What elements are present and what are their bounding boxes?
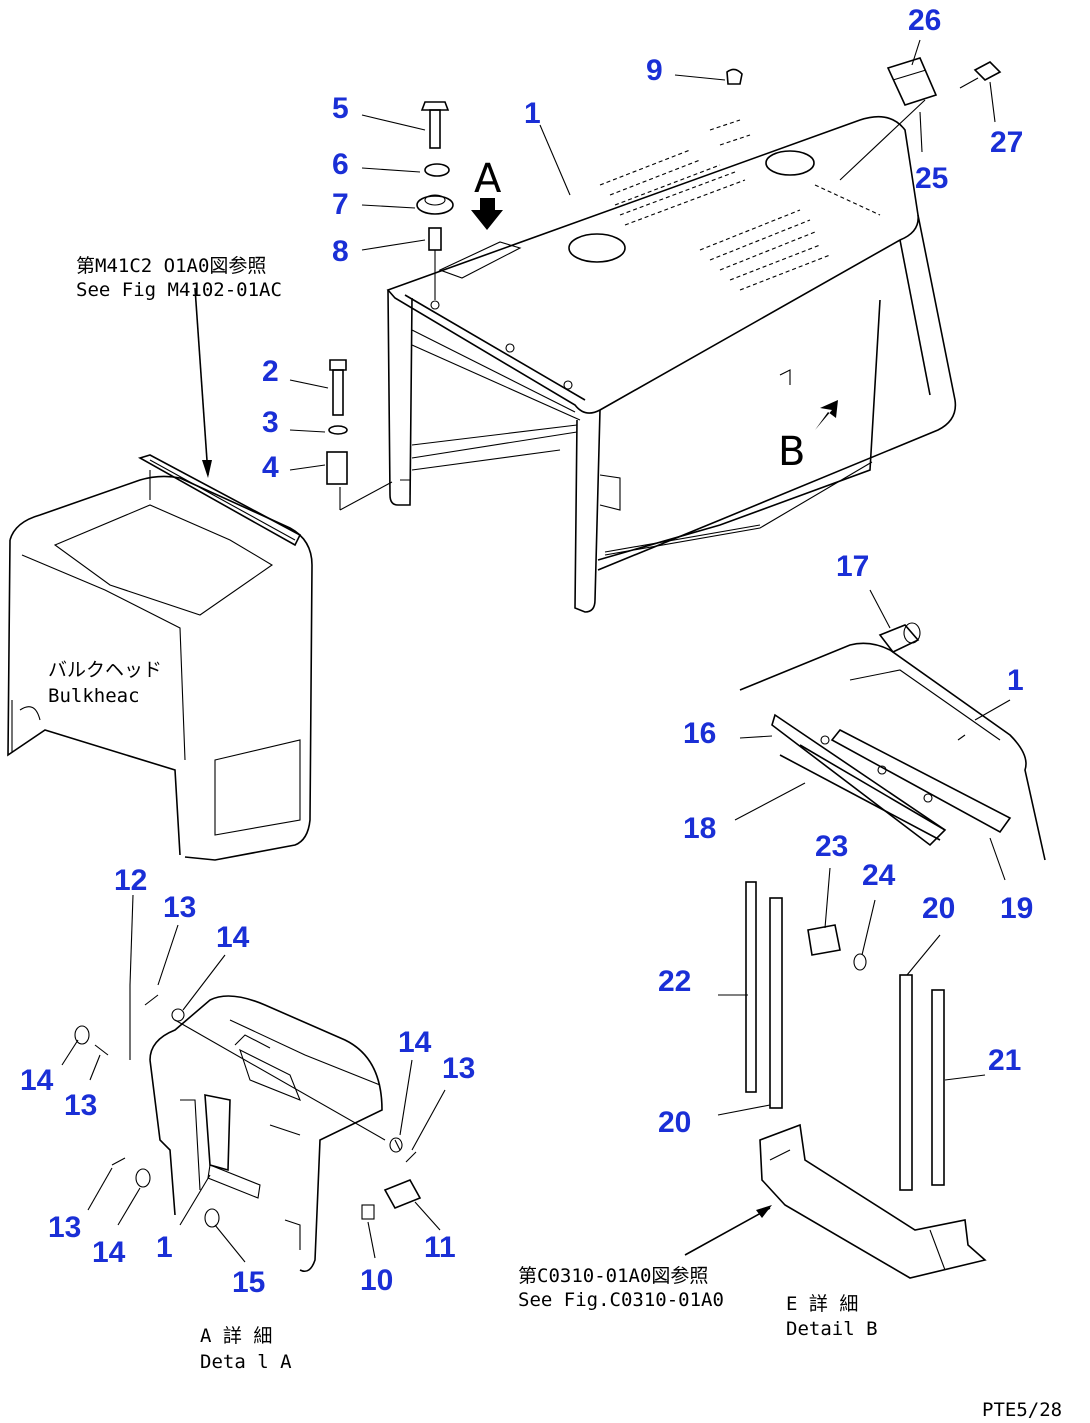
ref-bottom-en: See Fig.C0310-01A0: [518, 1289, 724, 1311]
callout-16: 16: [683, 717, 716, 750]
callout-2: 2: [262, 355, 279, 388]
callout-1-detail-a: 1: [156, 1231, 173, 1264]
callout-18: 18: [683, 812, 716, 845]
callout-27: 27: [990, 126, 1023, 159]
callout-15: 15: [232, 1266, 265, 1299]
bulkhead-panel: バルクヘッド Bulkheac: [7, 454, 313, 861]
callout-12: 12: [114, 864, 147, 897]
callout-6: 6: [332, 148, 349, 181]
ref-top-jp: 第M41C2 O1A0図参照: [76, 255, 266, 277]
callout-8: 8: [332, 235, 349, 268]
callout-13-left: 13: [64, 1089, 97, 1122]
callout-25: 25: [915, 162, 948, 195]
detail-a-label-en: Deta l A: [200, 1351, 292, 1373]
callout-11: 11: [424, 1231, 456, 1264]
view-b-label: B: [778, 429, 805, 475]
bulkhead-label-en: Bulkheac: [48, 685, 140, 707]
callout-10: 10: [360, 1264, 393, 1297]
bulkhead-label-jp: バルクヘッド: [48, 659, 162, 681]
ref-arrow-top-head: [202, 460, 212, 478]
callout-14-top: 14: [216, 921, 250, 954]
hood-assembly: B: [386, 115, 957, 613]
ref-arrow-bottom-head: [756, 1205, 772, 1218]
callout-3: 3: [262, 406, 279, 439]
ref-top-en: See Fig M4102-01AC: [76, 279, 282, 301]
top-small-parts: [726, 57, 1002, 181]
callout-5: 5: [332, 92, 349, 125]
detail-a-label-jp: A 詳 細: [200, 1325, 272, 1347]
callout-9: 9: [646, 54, 663, 87]
callout-1-hood: 1: [524, 97, 541, 130]
callout-13-top: 13: [163, 891, 196, 924]
page-code: PTE5/28: [982, 1399, 1062, 1421]
callout-20-bottom: 20: [658, 1106, 691, 1139]
detail-b-label-jp: E 詳 細: [786, 1293, 858, 1315]
fastener-stack-5-8: [416, 101, 454, 300]
callout-13-right: 13: [442, 1052, 475, 1085]
ref-arrow-bottom: [684, 1207, 771, 1256]
callout-14-right: 14: [398, 1026, 432, 1059]
callout-14-left: 14: [20, 1064, 54, 1097]
callout-21: 21: [988, 1044, 1021, 1077]
callout-7: 7: [332, 188, 349, 221]
detail-a-drawing: [74, 985, 422, 1273]
callout-20-top: 20: [922, 892, 955, 925]
callout-22: 22: [658, 965, 691, 998]
callout-14-bottom: 14: [92, 1236, 126, 1269]
detail-b-drawing: [739, 622, 1046, 1279]
leader-lines: [61, 39, 1011, 1263]
view-a-label: A: [474, 156, 502, 202]
callout-1-detail-b: 1: [1007, 664, 1024, 697]
callout-24: 24: [862, 859, 896, 892]
ref-arrow-top: [194, 287, 209, 476]
roof-vents: [599, 119, 881, 291]
view-a-indicator: A: [471, 156, 503, 230]
callout-23: 23: [815, 830, 848, 863]
ref-bottom-jp: 第C0310-01A0図参照: [518, 1265, 708, 1287]
fastener-stack-2-4: [326, 359, 393, 511]
callout-19: 19: [1000, 892, 1033, 925]
detail-b-label-en: Detail B: [786, 1318, 878, 1340]
callout-17: 17: [836, 550, 869, 583]
callout-4: 4: [262, 451, 279, 484]
callout-13-bottom: 13: [48, 1211, 81, 1244]
callout-26: 26: [908, 4, 941, 37]
